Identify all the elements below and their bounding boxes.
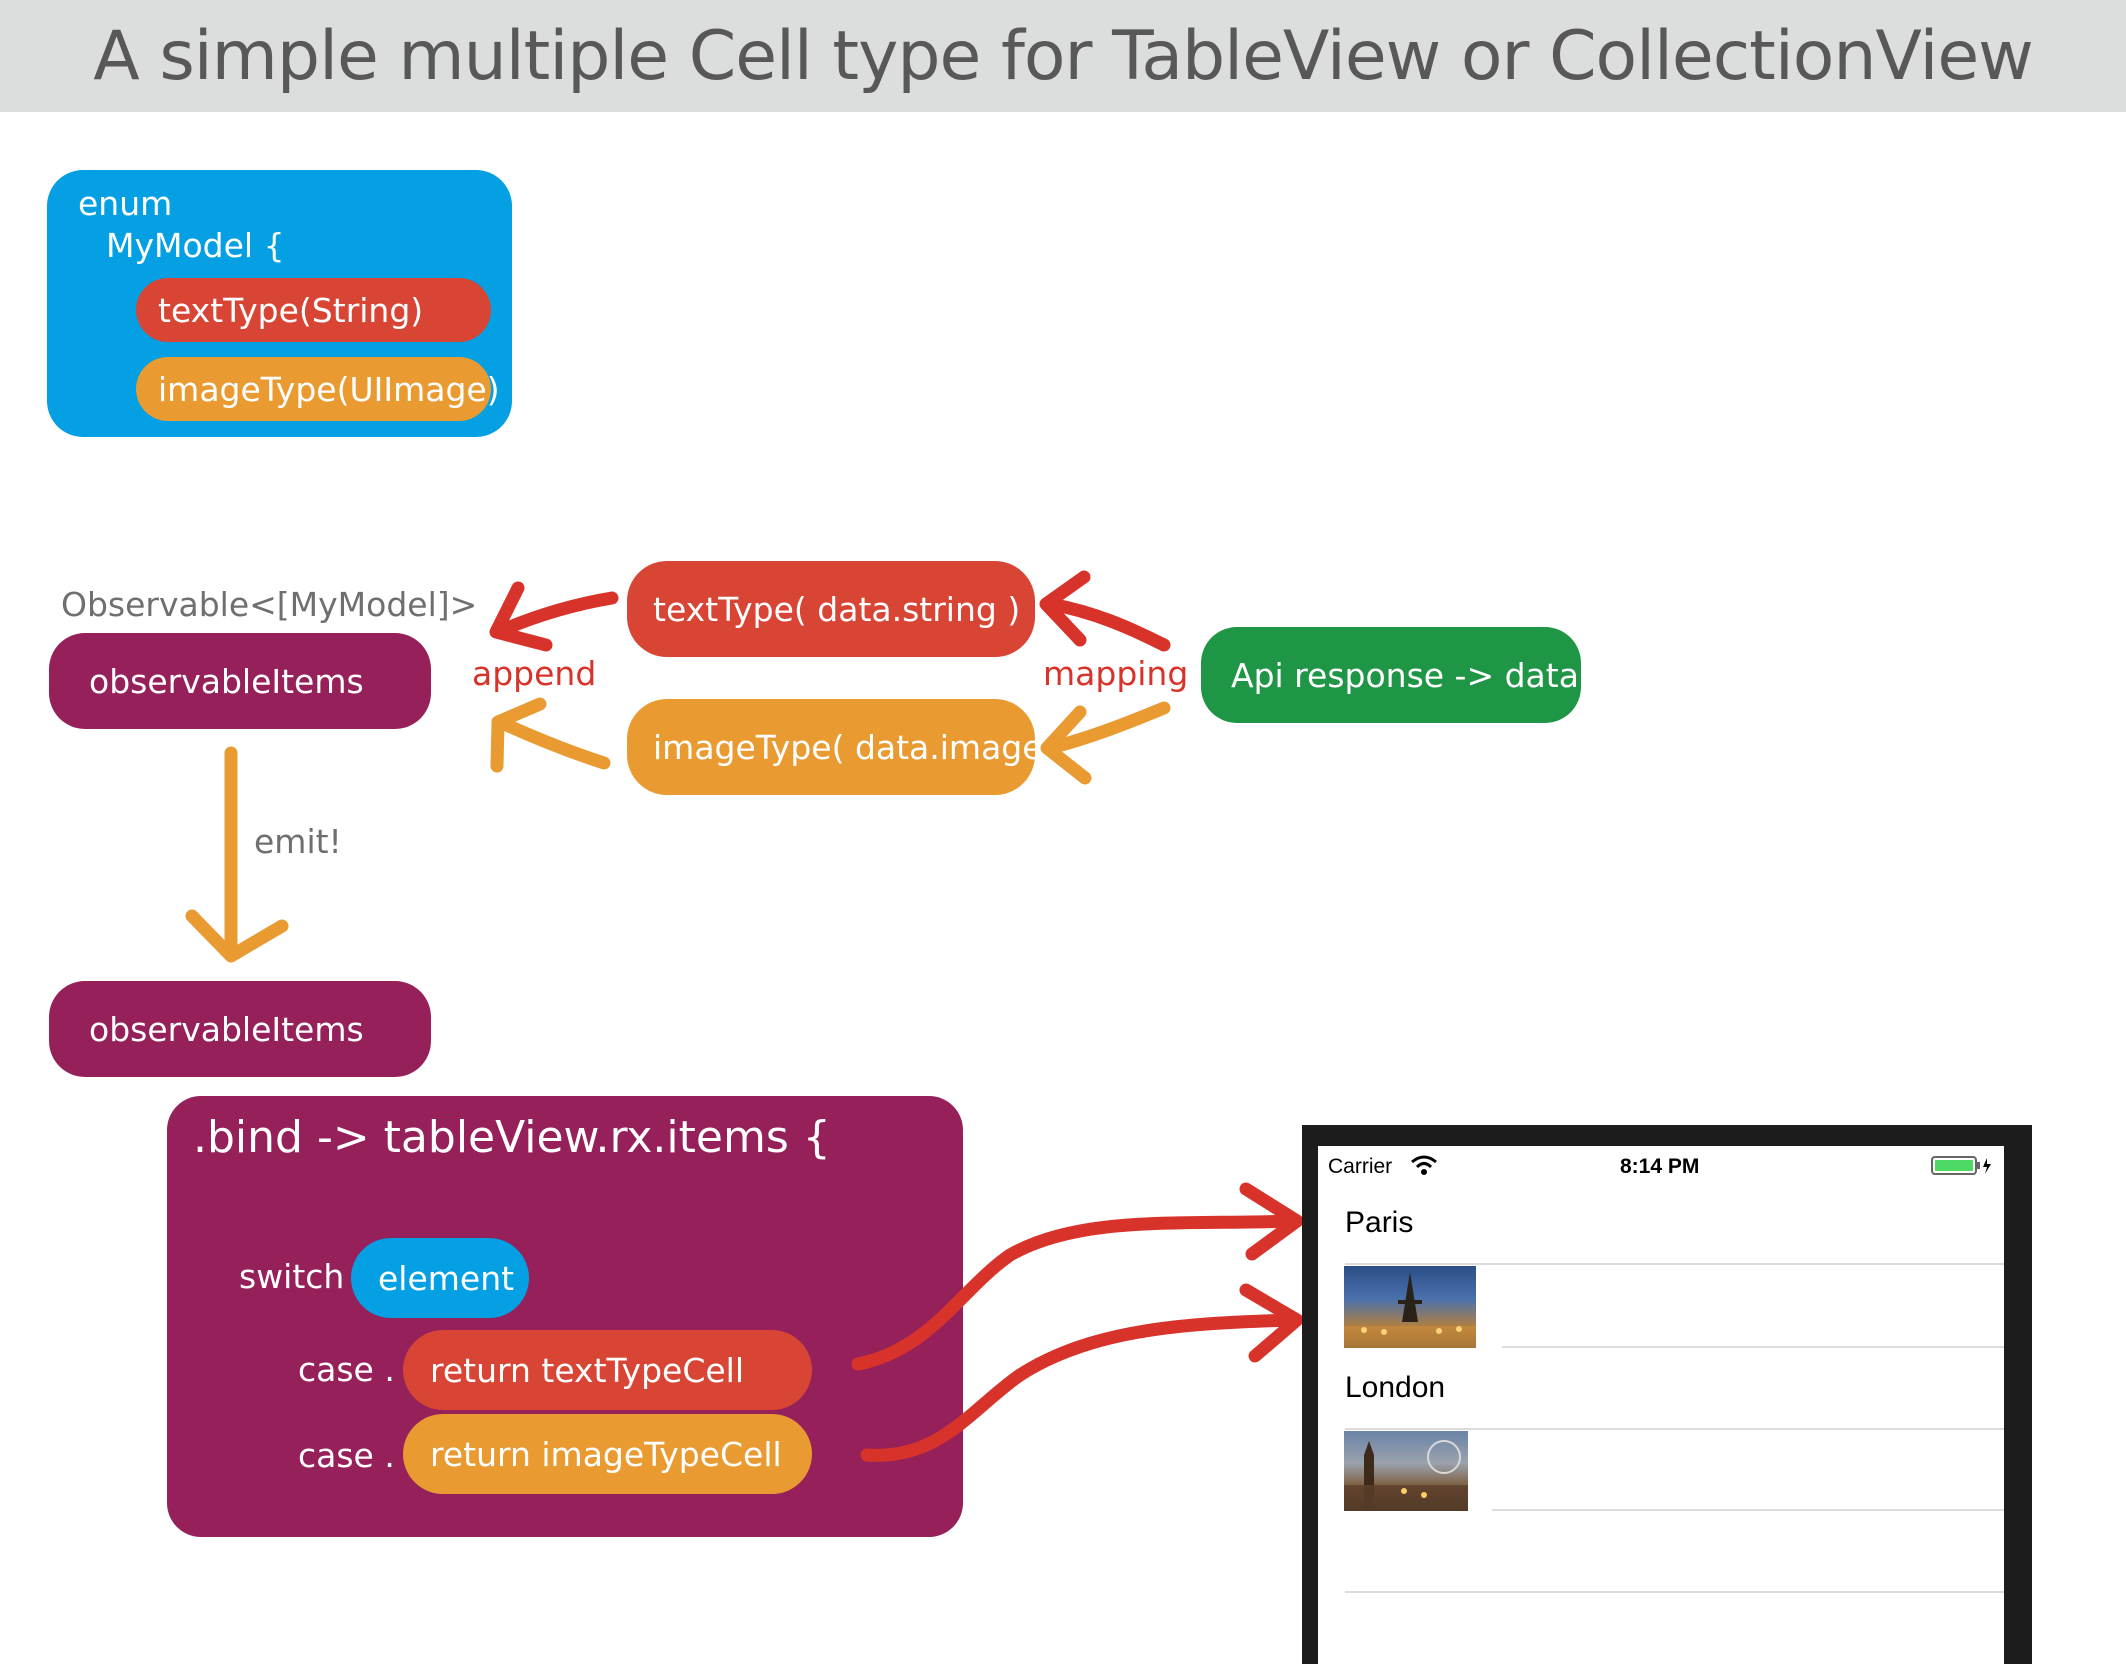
image-cell-arrow xyxy=(860,1313,1302,1462)
separator xyxy=(1345,1428,2004,1430)
mapping-label: mapping xyxy=(1043,654,1189,693)
bind-line: .bind -> tableView.rx.items { xyxy=(193,1112,831,1163)
text-cell-arrow-head xyxy=(1239,1182,1304,1261)
text-type-mapped: textType( data.string ) xyxy=(627,561,1035,657)
text-cell-arrow xyxy=(851,1214,1302,1371)
mapping-arrow-orange xyxy=(1043,701,1171,755)
eiffel-tower-photo[interactable] xyxy=(1344,1266,1476,1348)
observable-items-bottom: observableItems xyxy=(49,981,431,1077)
wifi-icon xyxy=(1410,1154,1438,1181)
enum-case-image-label: imageType(UIImage) xyxy=(158,369,500,409)
separator xyxy=(1345,1591,2004,1593)
separator xyxy=(1502,1346,2004,1348)
return-text-cell-label: return textTypeCell xyxy=(430,1350,744,1390)
status-time: 8:14 PM xyxy=(1620,1155,1700,1178)
append-arrow-orange-head xyxy=(490,697,547,773)
enum-name: MyModel { xyxy=(106,226,285,265)
append-arrow-orange xyxy=(493,715,611,770)
emit-arrow-head xyxy=(185,909,289,963)
observable-type-label: Observable<[MyModel]> xyxy=(61,585,478,624)
api-response-label: Api response -> data xyxy=(1231,655,1579,695)
mapping-arrow-red xyxy=(1043,597,1171,652)
observable-items-bottom-label: observableItems xyxy=(89,1009,364,1049)
return-image-cell: return imageTypeCell xyxy=(403,1414,812,1494)
emit-label: emit! xyxy=(254,822,342,861)
image-cell-arrow-head xyxy=(1239,1283,1304,1363)
observable-items-top: observableItems xyxy=(49,633,431,729)
mapping-arrow-orange-head xyxy=(1040,705,1092,785)
header-bar: A simple multiple Cell type for TableVie… xyxy=(0,0,2126,112)
return-image-cell-label: return imageTypeCell xyxy=(430,1434,782,1474)
return-text-cell: return textTypeCell xyxy=(403,1330,812,1410)
cell-paris[interactable]: Paris xyxy=(1345,1206,1414,1239)
phone-screen: Carrier 8:14 PM Paris London xyxy=(1318,1146,2004,1664)
observable-items-top-label: observableItems xyxy=(89,661,364,701)
cell-london[interactable]: London xyxy=(1345,1371,1446,1404)
enum-case-image: imageType(UIImage) xyxy=(136,357,500,421)
separator xyxy=(1345,1263,2004,1265)
case-label-text: case . xyxy=(298,1350,395,1389)
status-carrier: Carrier xyxy=(1328,1155,1393,1178)
page-title: A simple multiple Cell type for TableVie… xyxy=(93,16,2034,96)
enum-case-text-label: textType(String) xyxy=(158,290,424,330)
enum-keyword: enum xyxy=(78,184,173,223)
text-type-mapped-label: textType( data.string ) xyxy=(653,589,1021,629)
separator xyxy=(1492,1509,2004,1511)
element-pill: element xyxy=(351,1238,529,1318)
image-type-mapped-label: imageType( data.image) xyxy=(653,727,1056,767)
case-label-image: case . xyxy=(298,1436,395,1475)
london-big-ben-photo[interactable] xyxy=(1344,1431,1468,1511)
mapping-arrow-red-head xyxy=(1039,570,1091,647)
image-type-mapped: imageType( data.image) xyxy=(627,699,1055,795)
append-arrow-red-head xyxy=(489,581,553,652)
enum-case-text: textType(String) xyxy=(136,278,491,342)
battery-icon xyxy=(1931,1156,1993,1181)
switch-label: switch xyxy=(239,1257,345,1296)
element-label: element xyxy=(378,1258,515,1298)
append-label: append xyxy=(472,654,597,693)
api-response-box: Api response -> data xyxy=(1201,627,1581,723)
append-arrow-red xyxy=(491,591,619,639)
